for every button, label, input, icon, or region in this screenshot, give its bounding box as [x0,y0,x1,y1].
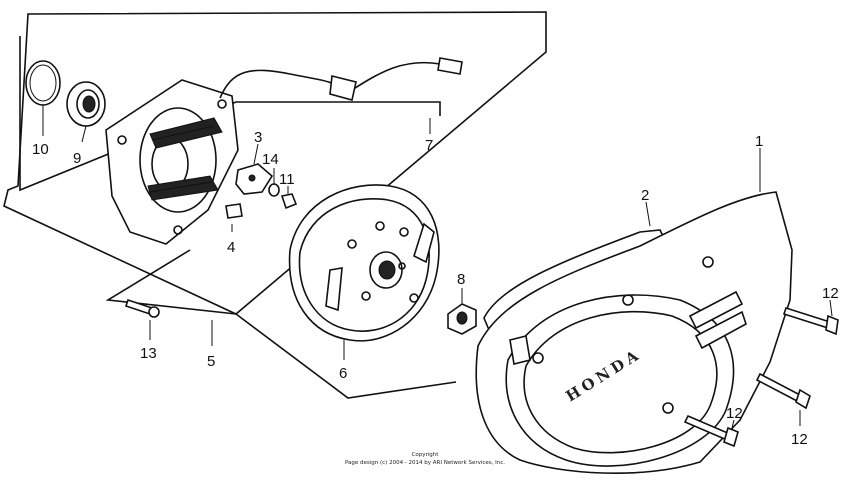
wire-harness-part [219,57,463,101]
copyright-line-1: Copyright [412,452,440,458]
leader-lines [42,105,833,429]
cam-felt-part [225,203,243,219]
callout-9: 9 [73,150,81,167]
callout-14: 14 [262,151,279,168]
callout-6: 6 [339,365,347,382]
callout-8: 8 [457,271,465,288]
callout-11: 11 [279,171,295,188]
callout-4: 4 [227,239,235,256]
bolt-upper-part [782,306,839,336]
stator-screw-part [124,298,160,318]
callout-12-upper: 12 [822,285,839,302]
callout-7: 7 [425,137,433,154]
bolt-middle-part [755,372,811,410]
o-ring-part [25,60,61,106]
oil-seal-part [66,81,106,127]
nut-part [447,303,477,335]
screw-part [280,193,298,210]
flywheel-rotor-part [288,184,440,342]
contact-breaker-part [235,163,274,195]
pulser-group-frame [19,36,441,192]
callout-12-lower-left: 12 [726,405,743,422]
washer-part [268,183,280,197]
copyright-line-2: Page design (c) 2004 - 2014 by ARI Netwo… [345,460,505,466]
callout-5: 5 [207,353,215,370]
stator-plate-part [105,79,239,245]
callout-10: 10 [32,141,49,158]
callout-12-lower-right: 12 [791,431,808,448]
callout-2: 2 [641,187,649,204]
bolt-lower-part [683,414,739,448]
flywheel-group-frame [105,249,457,399]
callout-13: 13 [140,345,157,362]
crankcase-cover-part: HONDA [475,191,793,474]
stator-group-frame [3,11,547,315]
callout-3: 3 [254,129,262,146]
callout-1: 1 [755,133,763,150]
